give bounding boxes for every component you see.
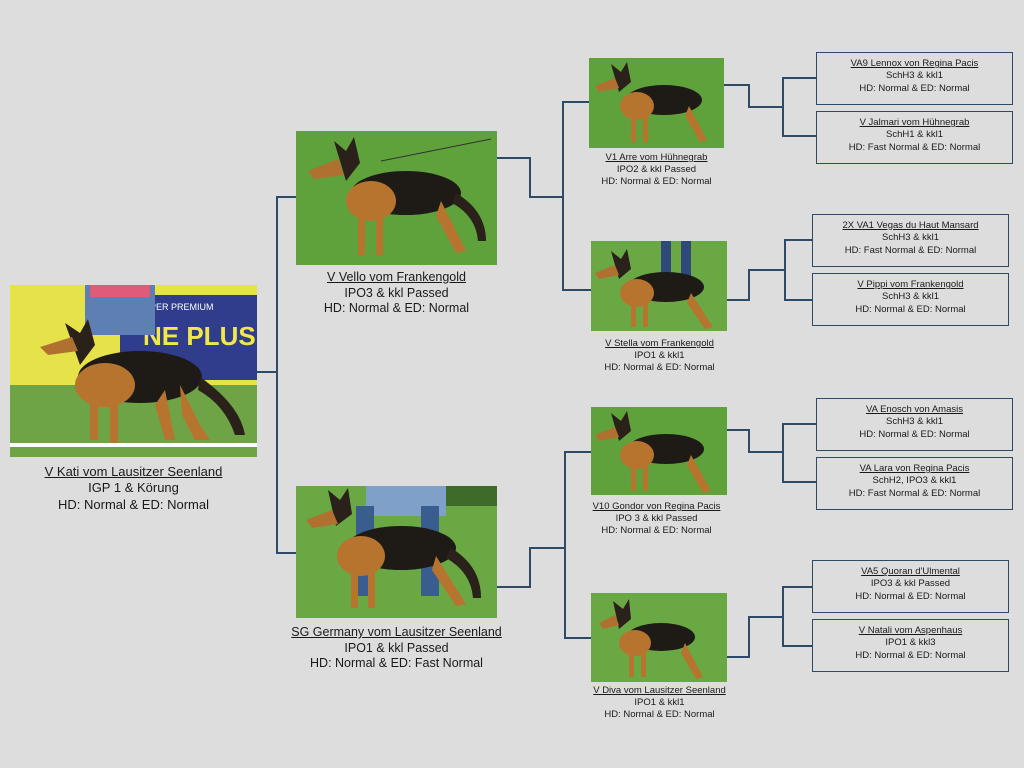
banner-text: NE PLUS <box>143 321 256 351</box>
gen3-jalmari-title: SchH1 & kkl1 <box>885 129 944 141</box>
gen3-vegas-title: SchH3 & kkl1 <box>881 232 940 244</box>
sire-label: V Vello vom Frankengold IPO3 & kkl Passe… <box>276 270 517 317</box>
sire-title: IPO3 & kkl Passed <box>344 285 449 300</box>
root-name[interactable]: V Kati vom Lausitzer Seenland <box>44 464 223 479</box>
root-health: HD: Normal & ED: Normal <box>58 496 209 512</box>
gen3-lara-health: HD: Fast Normal & ED: Normal <box>848 487 981 499</box>
gen2-arre-health: HD: Normal & ED: Normal <box>601 175 712 187</box>
root-dog-photo: NE PLUS PER PREMIUM <box>10 285 257 457</box>
gen2-stella-health: HD: Normal & ED: Normal <box>604 361 715 373</box>
gen3-enosch-name[interactable]: VA Enosch von Amasis <box>866 404 963 415</box>
gen3-jalmari-box: V Jalmari vom Hühnegrab SchH1 & kkl1 HD:… <box>816 111 1013 164</box>
connector-stella <box>727 239 812 301</box>
connector-root <box>257 196 296 554</box>
gen2-gondor-label: V10 Gondor von Regina Pacis IPO 3 & kkl … <box>571 501 742 537</box>
gen3-vegas-name[interactable]: 2X VA1 Vegas du Haut Mansard <box>842 220 979 231</box>
gen3-lennox-health: HD: Normal & ED: Normal <box>859 82 970 94</box>
root-title: IGP 1 & Körung <box>88 480 179 496</box>
gen2-stella-name[interactable]: V Stella vom Frankengold <box>605 338 714 349</box>
dam-label: SG Germany vom Lausitzer Seenland IPO1 &… <box>266 625 527 672</box>
gen2-gondor-name[interactable]: V10 Gondor von Regina Pacis <box>592 501 721 512</box>
gen3-pippi-box: V Pippi vom Frankengold SchH3 & kkl1 HD:… <box>812 273 1009 326</box>
gen2-gondor-photo <box>591 407 727 495</box>
root-label: V Kati vom Lausitzer Seenland IGP 1 & Kö… <box>10 464 257 513</box>
connector-arre <box>724 77 816 137</box>
gen2-arre-label: V1 Arre vom Hühnegrab IPO2 & kkl Passed … <box>571 152 742 188</box>
gen2-gondor-title: IPO 3 & kkl Passed <box>615 512 698 524</box>
dam-dog-photo <box>296 486 497 618</box>
gen3-natali-name[interactable]: V Natali vom Aspenhaus <box>858 625 963 636</box>
gen3-jalmari-name[interactable]: V Jalmari vom Hühnegrab <box>859 117 970 128</box>
gen3-enosch-health: HD: Normal & ED: Normal <box>859 428 970 440</box>
root-dog-silhouette <box>40 319 245 443</box>
gen2-stella-label: V Stella vom Frankengold IPO1 & kkl1 HD:… <box>574 338 745 374</box>
gen2-stella-title: IPO1 & kkl1 <box>634 349 685 361</box>
gen3-lara-title: SchH2, IPO3 & kkl1 <box>872 475 957 487</box>
gen3-pippi-health: HD: Normal & ED: Normal <box>855 303 966 315</box>
gen3-quoran-name[interactable]: VA5 Quoran d'Ulmental <box>861 566 960 577</box>
banner-small-text: PER PREMIUM <box>150 302 214 312</box>
gen3-quoran-box: VA5 Quoran d'Ulmental IPO3 & kkl Passed … <box>812 560 1009 613</box>
gen2-arre-title: IPO2 & kkl Passed <box>616 163 697 175</box>
gen3-jalmari-health: HD: Fast Normal & ED: Normal <box>848 141 981 153</box>
connector-diva <box>727 586 812 658</box>
sire-dog-photo <box>296 131 497 265</box>
gen2-diva-title: IPO1 & kkl1 <box>634 696 685 708</box>
sire-name[interactable]: V Vello vom Frankengold <box>327 270 466 284</box>
gen3-natali-box: V Natali vom Aspenhaus IPO1 & kkl3 HD: N… <box>812 619 1009 672</box>
gen3-lara-box: VA Lara von Regina Pacis SchH2, IPO3 & k… <box>816 457 1013 510</box>
dam-health: HD: Normal & ED: Fast Normal <box>310 656 483 671</box>
gen2-diva-health: HD: Normal & ED: Normal <box>604 708 715 720</box>
dam-title: IPO1 & kkl Passed <box>344 640 449 655</box>
gen3-lennox-name[interactable]: VA9 Lennox von Regina Pacis <box>850 58 979 69</box>
gen3-enosch-title: SchH3 & kkl1 <box>885 416 944 428</box>
gen2-gondor-health: HD: Normal & ED: Normal <box>601 524 712 536</box>
gen3-vegas-box: 2X VA1 Vegas du Haut Mansard SchH3 & kkl… <box>812 214 1009 267</box>
gen3-quoran-health: HD: Normal & ED: Normal <box>855 590 966 602</box>
gen3-vegas-health: HD: Fast Normal & ED: Normal <box>844 244 977 256</box>
gen3-natali-health: HD: Normal & ED: Normal <box>855 649 966 661</box>
gen2-diva-label: V Diva vom Lausitzer Seenland IPO1 & kkl… <box>574 685 745 721</box>
gen3-lennox-title: SchH3 & kkl1 <box>885 70 944 82</box>
gen2-diva-name[interactable]: V Diva vom Lausitzer Seenland <box>593 685 726 696</box>
gen3-natali-title: IPO1 & kkl3 <box>885 637 936 649</box>
connector-dam <box>497 451 591 639</box>
connector-sire <box>497 101 591 291</box>
gen3-enosch-box: VA Enosch von Amasis SchH3 & kkl1 HD: No… <box>816 398 1013 451</box>
gen3-pippi-title: SchH3 & kkl1 <box>881 291 940 303</box>
gen3-pippi-name[interactable]: V Pippi vom Frankengold <box>857 279 964 290</box>
sire-health: HD: Normal & ED: Normal <box>323 301 470 316</box>
gen2-arre-name[interactable]: V1 Arre vom Hühnegrab <box>605 152 708 163</box>
connector-gondor <box>727 423 816 483</box>
gen3-lara-name[interactable]: VA Lara von Regina Pacis <box>859 463 970 474</box>
dam-name[interactable]: SG Germany vom Lausitzer Seenland <box>291 625 502 639</box>
gen3-quoran-title: IPO3 & kkl Passed <box>870 578 951 590</box>
gen3-lennox-box: VA9 Lennox von Regina Pacis SchH3 & kkl1… <box>816 52 1013 105</box>
gen2-diva-photo <box>591 593 727 682</box>
gen2-stella-photo <box>591 241 727 331</box>
gen2-arre-photo <box>589 58 724 148</box>
